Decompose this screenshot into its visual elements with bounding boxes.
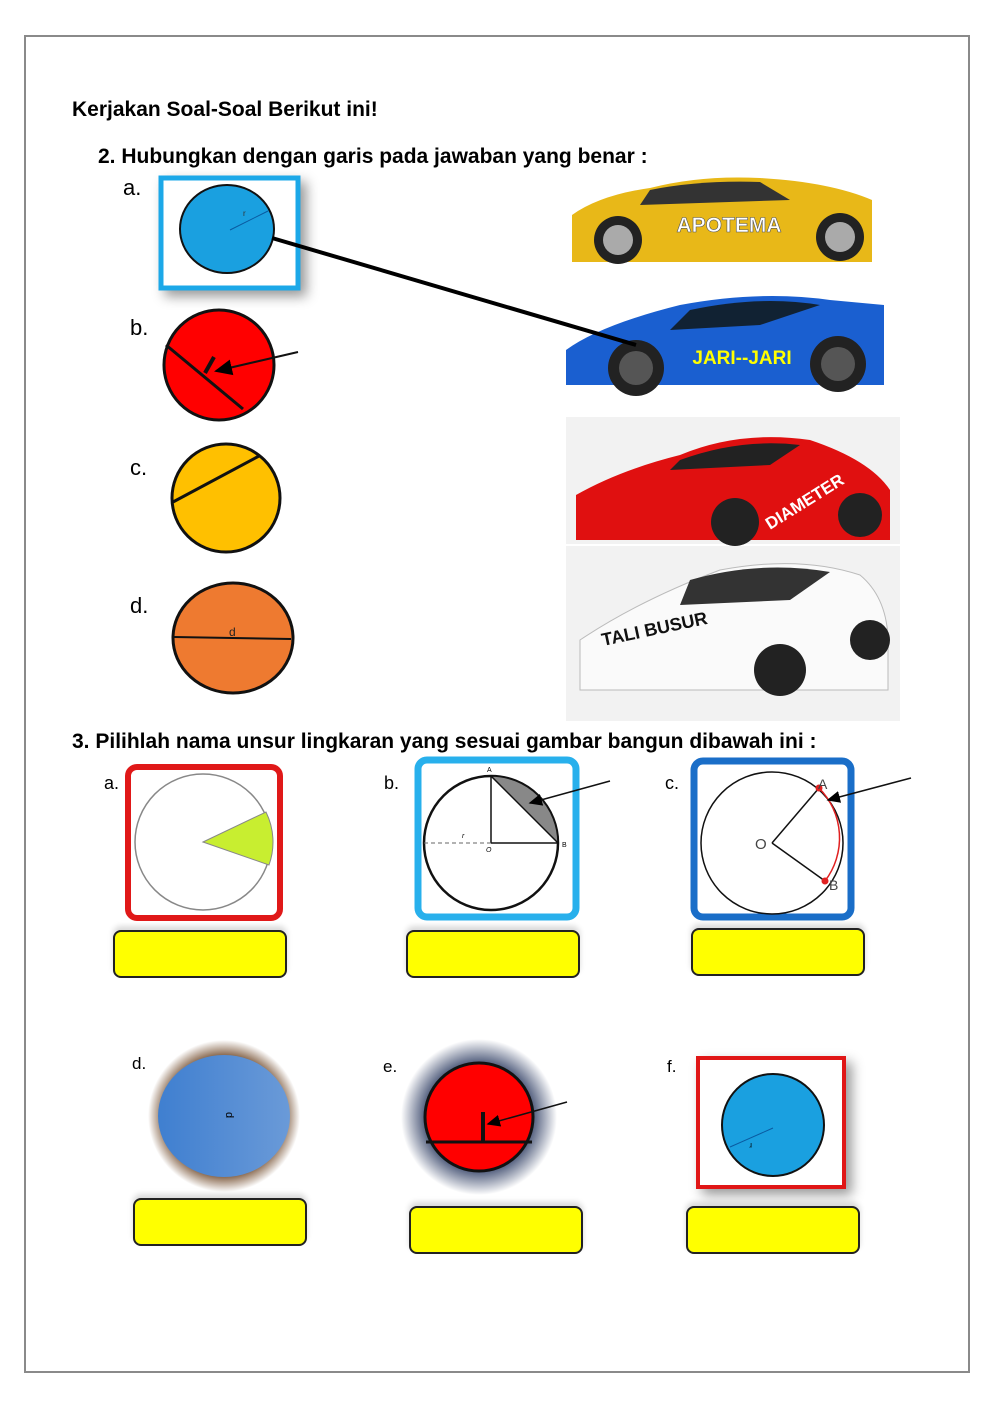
answer-connection-line[interactable]: [271, 236, 637, 347]
car-tali-busur[interactable]: TALI BUSUR: [566, 546, 900, 721]
q3-label-d: d.: [132, 1054, 147, 1073]
q3-figure-d-diameter: d: [148, 1040, 300, 1192]
car-apotema[interactable]: APOTEMA: [572, 177, 872, 264]
q3-label-e: e.: [383, 1057, 398, 1076]
diameter-mark: d: [223, 1112, 235, 1118]
car-label-jari-jari: JARI--JARI: [692, 348, 791, 369]
diameter-mark: d: [229, 625, 236, 639]
q2-circle-b-apothem: [162, 308, 299, 422]
page-border: [24, 35, 970, 1373]
question-2-title: 2. Hubungkan dengan garis pada jawaban y…: [98, 145, 648, 168]
q2-label-b: b.: [130, 315, 149, 340]
question-3-title: 3. Pilihlah nama unsur lingkaran yang se…: [72, 730, 817, 753]
answer-box-f[interactable]: [686, 1206, 860, 1254]
car-jari-jari[interactable]: JARI--JARI: [566, 296, 884, 396]
point-a: A: [487, 767, 492, 774]
point-o: O: [486, 847, 492, 854]
answer-box-a[interactable]: [113, 930, 287, 978]
q3-label-b: b.: [384, 773, 400, 793]
radius-mark: r: [243, 209, 246, 218]
q3-label-a: a.: [104, 773, 120, 793]
point-o: O: [755, 836, 767, 853]
q3-figure-a-sector: [125, 764, 283, 921]
radius-mark: r: [749, 1141, 752, 1150]
radius-mark: r: [462, 833, 465, 840]
q2-circle-c-chord: [170, 442, 282, 554]
answer-box-b[interactable]: [406, 930, 580, 978]
answer-box-c[interactable]: [691, 928, 865, 976]
q3-figure-f-radius: r: [696, 1056, 846, 1189]
car-diameter[interactable]: DIAMETER: [566, 417, 900, 546]
worksheet-heading: Kerjakan Soal-Soal Berikut ini!: [72, 98, 378, 121]
answer-box-d[interactable]: [133, 1198, 307, 1246]
answer-box-e[interactable]: [409, 1206, 583, 1254]
q2-label-a: a.: [123, 175, 142, 200]
q2-label-c: c.: [130, 455, 148, 480]
q3-label-f: f.: [667, 1057, 677, 1076]
q2-circle-d-diameter: d: [171, 581, 295, 695]
q2-label-d: d.: [130, 593, 149, 618]
q2-circle-a-radius: r: [158, 175, 301, 291]
point-b: B: [562, 842, 567, 849]
q3-figure-c-arc: A B O: [690, 757, 912, 921]
car-label-apotema: APOTEMA: [677, 214, 782, 237]
point-a: A: [818, 776, 828, 792]
q3-figure-b-segment: A B O r: [414, 756, 611, 921]
q3-label-c: c.: [665, 773, 680, 793]
q3-figure-e-apothem: [401, 1039, 568, 1195]
point-b: B: [829, 877, 838, 893]
